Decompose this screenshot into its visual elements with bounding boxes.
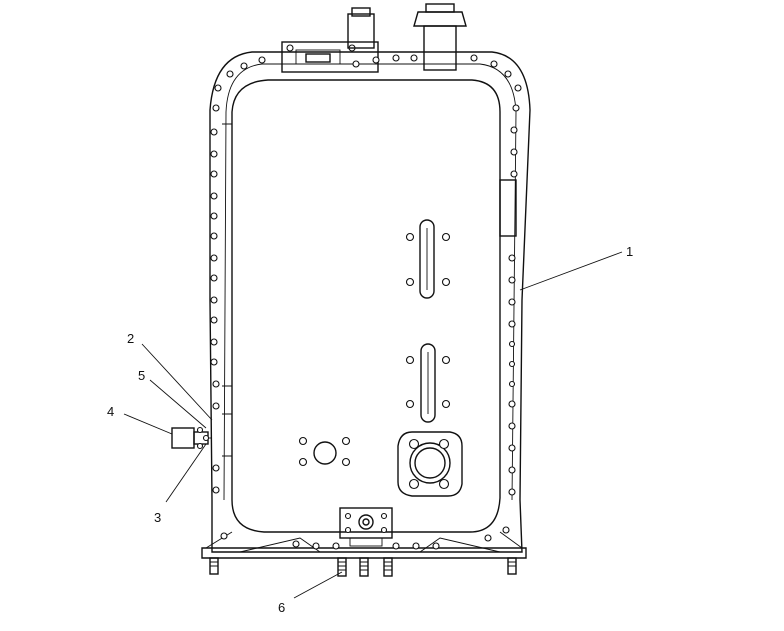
sight-gauge-lower: [405, 343, 451, 423]
right-flange-bolts: [508, 104, 520, 496]
callout-4: 4: [107, 404, 114, 419]
callout-5: 5: [138, 368, 145, 383]
callout-6: 6: [278, 600, 285, 615]
base-skid: [201, 531, 527, 559]
tank-outer-frame: [209, 51, 531, 553]
leader-lines: [123, 251, 623, 599]
small-port-flange: [298, 436, 351, 467]
right-side-bracket: [499, 179, 517, 237]
callout-1: 1: [626, 244, 633, 259]
sight-gauge-upper: [405, 219, 451, 299]
bottom-fittings: [209, 557, 517, 577]
side-valve: [171, 426, 212, 450]
left-side-tabs: [222, 123, 232, 457]
large-port-flange: [397, 431, 463, 497]
tank-inner-body: [231, 79, 501, 533]
left-flange-bolts: [210, 104, 220, 494]
top-cover-assembly: [281, 41, 379, 73]
bottom-flange-bolts: [220, 526, 510, 550]
drain-plate: [339, 507, 393, 547]
callout-3: 3: [154, 510, 161, 525]
breather-cap: [347, 7, 375, 49]
callout-2: 2: [127, 331, 134, 346]
top-flange-bolts: [214, 54, 522, 92]
filler-neck: [413, 3, 467, 71]
tank-frame-contour: [223, 63, 517, 501]
